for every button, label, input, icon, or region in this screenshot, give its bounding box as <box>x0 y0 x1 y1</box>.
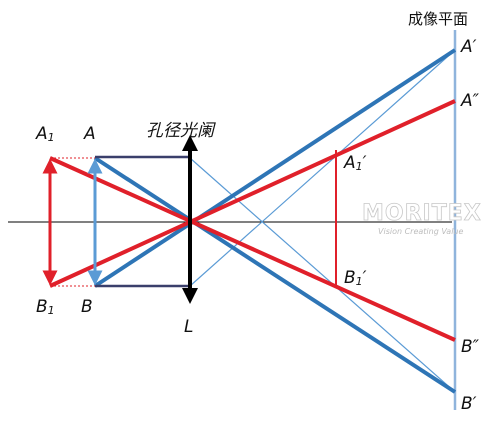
thin-ray-2 <box>189 49 456 287</box>
label-a1-prime: A1′ <box>343 153 367 173</box>
image-plane-label: 成像平面 <box>408 10 468 28</box>
label-b: B <box>81 297 93 317</box>
label-b-prime: B′ <box>461 394 477 414</box>
watermark-brand: MORITEX <box>362 201 482 226</box>
thin-ray-1 <box>189 157 456 393</box>
label-b-dprime: B″ <box>461 337 480 357</box>
label-b1-prime: B1′ <box>344 268 367 288</box>
label-a: A <box>83 124 96 144</box>
label-b1: B1 <box>36 297 55 317</box>
blue-ray-b-to-aprime <box>93 48 457 288</box>
label-a-dprime: A″ <box>460 91 480 111</box>
blue-ray-a-to-bprime <box>93 156 457 394</box>
aperture-label: 孔径光阑 <box>146 121 216 141</box>
red-ray-b1-to-adprime <box>49 99 456 288</box>
watermark-tagline: Vision Creating Value <box>378 227 464 236</box>
red-ray-a1-to-bdprime <box>49 156 456 342</box>
label-a-prime: A′ <box>460 37 477 57</box>
label-l: L <box>184 317 193 337</box>
label-a1: A1 <box>35 124 55 144</box>
